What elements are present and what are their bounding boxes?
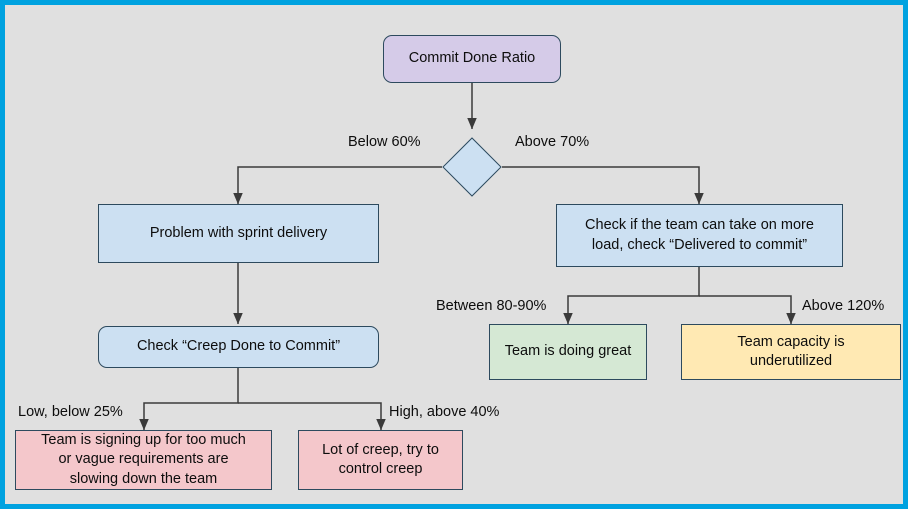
node-lot-of-creep[interactable]: Lot of creep, try to control creep xyxy=(298,430,463,490)
edge-label-above-120: Above 120% xyxy=(802,298,885,314)
edge-creep-to-lot-of-creep xyxy=(238,402,386,431)
edge-decision-to-problem xyxy=(233,166,442,205)
node-decision-diamond[interactable] xyxy=(442,137,502,197)
node-check-creep-done-to-commit[interactable]: Check “Creep Done to Commit” xyxy=(98,326,379,368)
node-problem-with-sprint-delivery[interactable]: Problem with sprint delivery xyxy=(98,204,379,263)
edge-label-high-above-40: High, above 40% xyxy=(389,404,500,420)
edge-label-above-70: Above 70% xyxy=(515,134,590,150)
edge-load-to-doing-great xyxy=(563,267,700,325)
edge-label-between-80-90: Between 80-90% xyxy=(436,298,547,314)
edge-label-below-60: Below 60% xyxy=(348,134,421,150)
edge-decision-to-check-load xyxy=(502,166,704,205)
node-team-capacity-is-underutilized[interactable]: Team capacity is underutilized xyxy=(681,324,901,380)
node-team-is-doing-great[interactable]: Team is doing great xyxy=(489,324,647,380)
edge-label-low-below-25: Low, below 25% xyxy=(18,404,123,420)
node-check-if-team-can-take-more-load[interactable]: Check if the team can take on more load,… xyxy=(556,204,843,267)
edge-creep-to-signing-too-much xyxy=(139,368,239,431)
edge-load-to-underutilized xyxy=(699,295,796,325)
node-commit-done-ratio[interactable]: Commit Done Ratio xyxy=(383,35,561,83)
node-team-signing-up-too-much[interactable]: Team is signing up for too much or vague… xyxy=(15,430,272,490)
